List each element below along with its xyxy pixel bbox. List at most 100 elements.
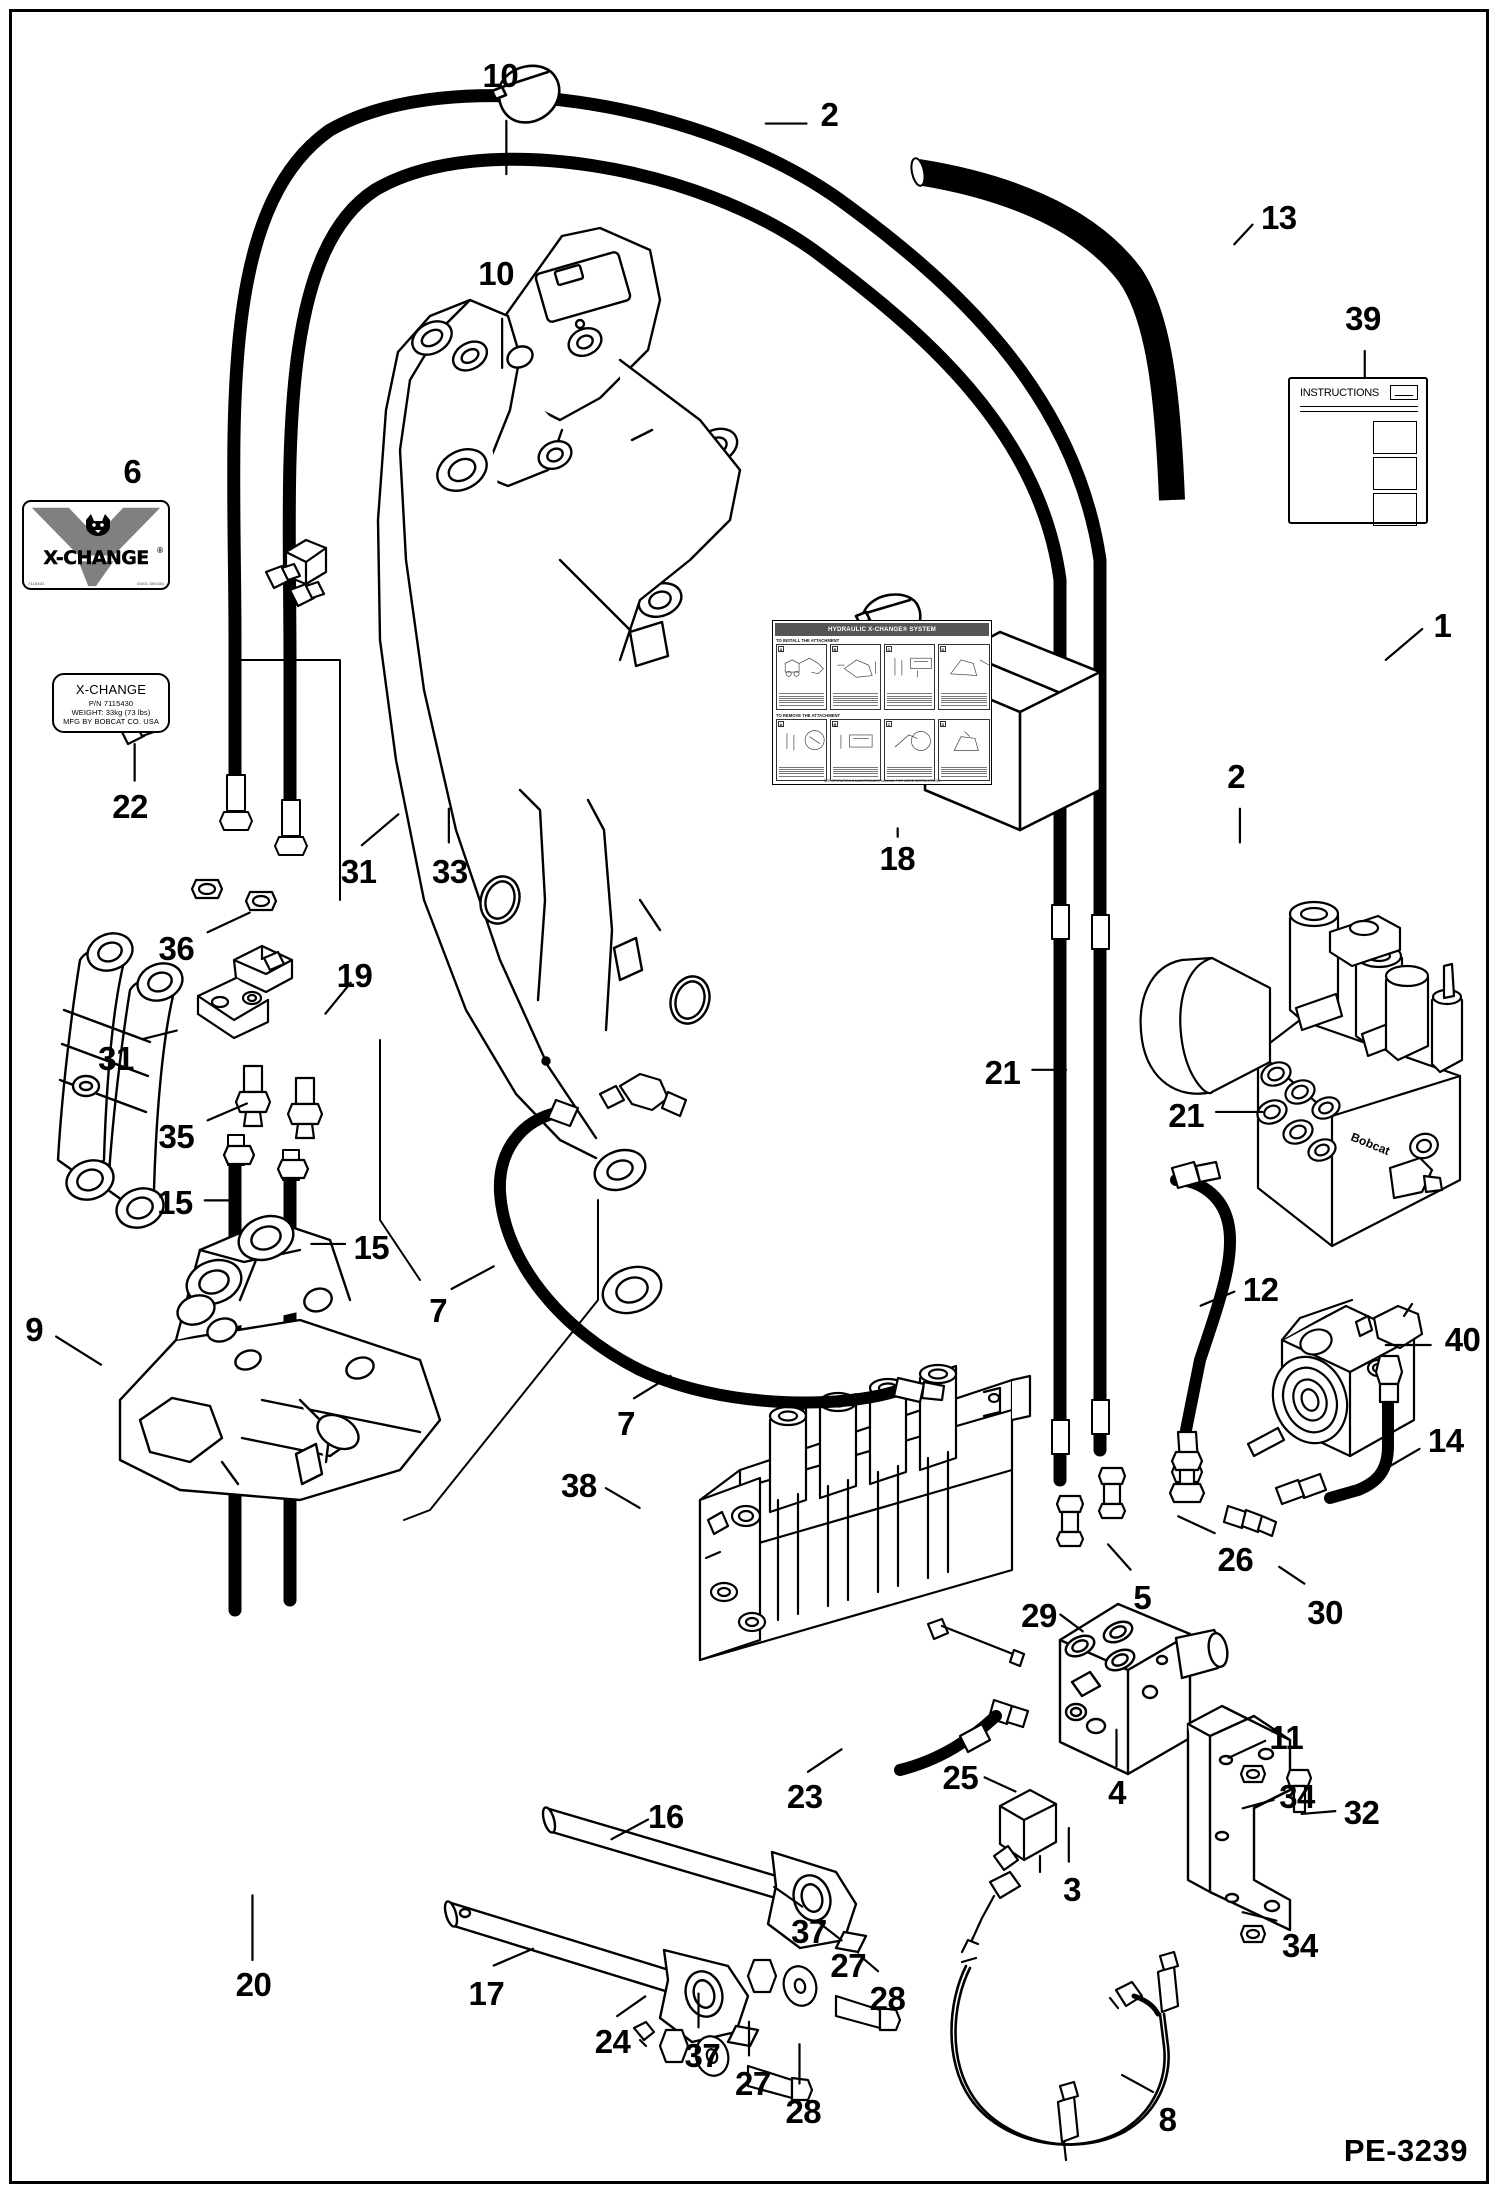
leader-line-7 [632,1374,672,1400]
leader-line-31 [141,1029,178,1041]
remove-text-b [833,766,878,778]
remove-panel-letter-b: B [832,721,838,727]
instructions-heading: INSTRUCTIONS [1300,387,1379,399]
callout-36: 36 [158,930,195,968]
callout-10: 10 [482,56,519,94]
leader-line-14 [1384,1447,1421,1470]
leader-line-1 [1384,627,1424,661]
remove-panel-letter-d: D [940,721,946,727]
callout-22: 22 [112,788,148,826]
leader-line-16 [610,1818,650,1841]
instructions-panel-1 [1373,421,1417,454]
panel-letter-c: C [886,646,892,652]
callout-19: 19 [336,956,373,994]
leader-line-34 [1241,1911,1278,1922]
callout-33: 33 [432,853,468,891]
leader-line-19 [324,981,352,1015]
panel-letter-b: B [832,646,838,652]
callout-8: 8 [1158,2101,1177,2139]
remove-text-d [941,766,987,778]
callout-15: 15 [157,1184,193,1222]
instructions-header-box [1390,385,1418,400]
callout-25: 25 [942,1758,979,1796]
hydraulic-decal-footer: SEE OPERATION & MAINTENANCE MANUAL FOR M… [823,779,941,783]
hydraulic-decal-remove-heading: TO REMOVE THE ATTACHMENT [776,713,841,718]
decal-tiny-right: 04/01 500150 [137,581,164,586]
callout-3: 3 [1063,1870,1082,1908]
callout-21: 21 [1168,1097,1205,1135]
callout-21: 21 [984,1053,1021,1091]
leader-line-38 [604,1487,641,1509]
callout-23: 23 [786,1778,823,1816]
leader-line-32 [1300,1810,1337,1816]
xchange-logo-decal: X-CHANGE ® 7115431 04/01 500150 [22,500,170,590]
leader-line-5 [1106,1543,1132,1571]
callout-29: 29 [1021,1597,1057,1635]
plate-title: X-CHANGE [75,682,147,697]
instructions-panel-2 [1373,457,1417,490]
leader-line-25 [983,1776,1017,1793]
callout-27: 27 [734,2064,771,2102]
leader-line-26 [1177,1515,1216,1535]
leader-line-7 [450,1265,495,1290]
plate-part-number: P/N 7115430 [88,699,134,708]
instructions-rule-2 [1300,411,1418,412]
leader-line-31 [360,813,400,847]
callout-9: 9 [25,1310,44,1348]
plate-weight: WEIGHT: 33kg (73 lbs) [71,708,151,717]
plate-manufacturer: MFG BY BOBCAT CO. USA [63,717,159,726]
callout-38: 38 [561,1466,597,1504]
remove-illustration-c [894,731,931,751]
leader-line-13 [1233,223,1254,246]
callout-7: 7 [617,1404,635,1442]
hydraulic-decal-install-heading: TO INSTALL THE ATTACHMENT [776,638,840,643]
leader-line-35 [206,1102,248,1122]
leader-line-11 [1227,1739,1267,1759]
callout-13: 13 [1260,198,1297,236]
install-text-a [779,693,824,707]
callout-7: 7 [429,1292,448,1330]
callout-39: 39 [1345,299,1381,337]
install-illustration-a [784,657,824,677]
leader-line-29 [1059,1613,1084,1633]
remove-text-a [779,766,824,778]
remove-panel-b: B [830,719,881,781]
callout-34: 34 [1279,1778,1315,1816]
callout-2: 2 [1227,757,1246,795]
callout-14: 14 [1427,1421,1464,1459]
install-illustration-c [894,657,932,678]
callout-40: 40 [1444,1320,1481,1358]
callout-24: 24 [594,2022,631,2060]
callout-27: 27 [830,1946,867,1984]
callout-32: 32 [1343,1793,1380,1831]
remove-panel-letter-c: C [886,721,892,727]
remove-illustration-d [953,731,979,751]
callout-31: 31 [98,1039,134,1077]
remove-panel-c: C [884,719,935,781]
hydraulic-xchange-decal: HYDRAULIC X-CHANGE® SYSTEM TO INSTALL TH… [772,620,992,785]
leader-line-24 [616,1995,647,2018]
remove-panel-letter-a: A [778,721,784,727]
install-panel-b: B [830,644,881,710]
callout-35: 35 [158,1118,195,1156]
callout-4: 4 [1108,1774,1126,1812]
decal-tiny-left: 7115431 [28,581,45,586]
registered-mark: ® [157,546,163,555]
install-panel-d: D [938,644,990,710]
drawing-number: PE-3239 [1343,2133,1468,2168]
install-text-c [887,693,932,707]
callout-11: 11 [1269,1719,1304,1757]
callout-18: 18 [879,840,916,878]
callout-17: 17 [468,1974,505,2012]
install-illustration-b [837,659,876,678]
callout-16: 16 [648,1797,684,1835]
leader-line-34 [1241,1798,1275,1810]
xchange-partnumber-plate: X-CHANGE P/N 7115430 WEIGHT: 33kg (73 lb… [52,673,170,733]
install-text-b [833,693,878,707]
leader-line-17 [492,1947,535,1967]
callout-1: 1 [1433,607,1452,645]
leader-line-30 [1278,1565,1306,1585]
leader-line-28 [857,1953,880,1973]
callout-15: 15 [353,1229,390,1267]
